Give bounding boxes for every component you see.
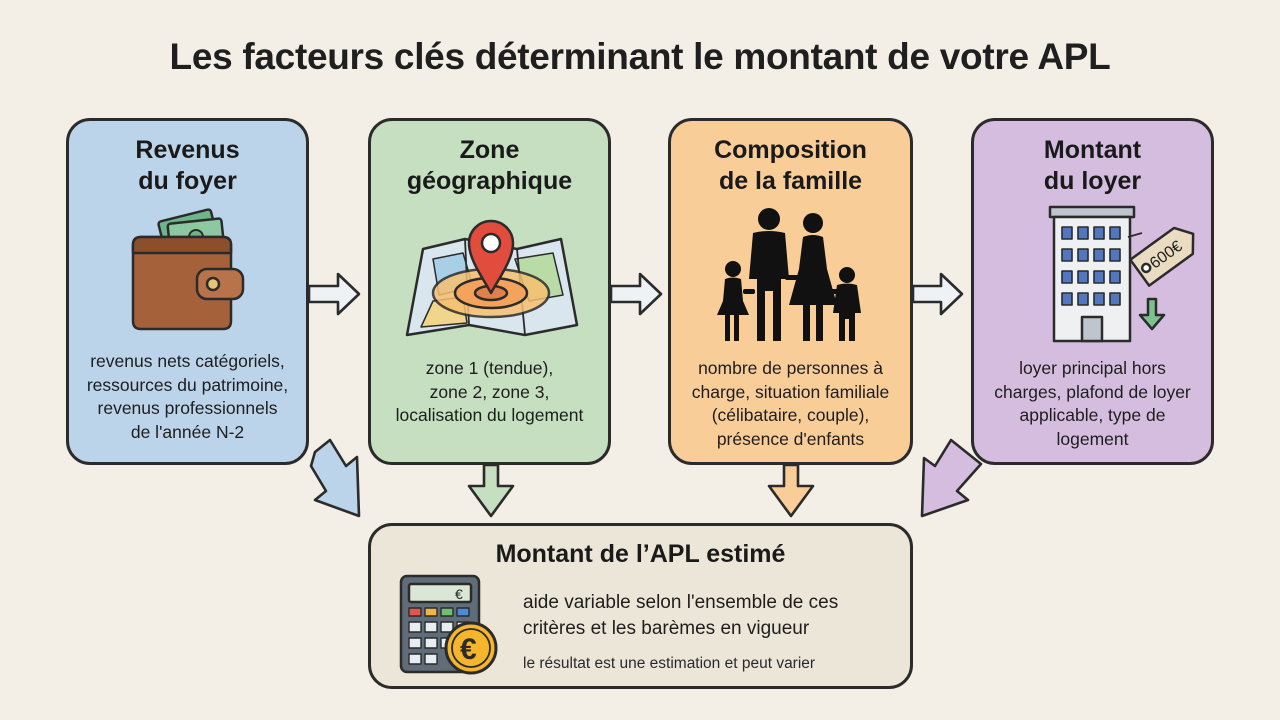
card-title: Zone géographique	[406, 136, 573, 195]
wallet-icon	[131, 208, 245, 331]
page-title: Les facteurs clés déterminant le montant…	[169, 36, 1111, 77]
result-note: le résultat est une estimation et peut v…	[523, 655, 816, 672]
result-title: Montant de l’APL estimé	[495, 540, 786, 568]
arrow-zone-to-famille	[609, 272, 663, 316]
calculator-icon: € €	[399, 574, 498, 675]
arrow-revenus-to-result	[309, 438, 361, 518]
arrow-loyer-to-result	[920, 438, 983, 518]
card-montant-du-loyer: Montant du loyer 600€	[971, 118, 1214, 465]
card-description: nombre de personnes à charge, situation …	[691, 358, 890, 449]
arrow-famille-to-result	[767, 463, 815, 518]
arrow-revenus-to-zone	[307, 272, 361, 316]
card-title: Montant du loyer	[1043, 136, 1142, 195]
result-description: aide variable selon l'ensemble de ces cr…	[523, 592, 839, 639]
card-revenus-du-foyer: Revenus du foyer revenus nets catégoriel…	[66, 118, 309, 465]
calculator-display: €	[455, 586, 463, 602]
card-title: Composition de la famille	[714, 136, 867, 195]
card-title: Revenus du foyer	[135, 136, 240, 195]
card-description: loyer principal hors charges, plafond de…	[994, 358, 1191, 449]
map-pin-icon	[405, 219, 579, 337]
building-icon: 600€	[1048, 205, 1195, 343]
family-icon	[717, 208, 861, 341]
price-tag-icon: 600€	[1129, 226, 1195, 287]
arrow-zone-to-result	[467, 463, 515, 518]
card-composition-de-la-famille: Composition de la famille no	[668, 118, 913, 465]
card-description: revenus nets catégoriels, ressources du …	[86, 351, 289, 442]
card-zone-geographique: Zone géographique zone 1 (tendue), zone …	[368, 118, 611, 465]
coin-symbol: €	[460, 633, 477, 666]
card-description: zone 1 (tendue), zone 2, zone 3, localis…	[395, 358, 584, 425]
result-estimated-apl: Montant de l’APL estimé € €	[368, 523, 913, 689]
arrow-famille-to-loyer	[911, 272, 964, 316]
